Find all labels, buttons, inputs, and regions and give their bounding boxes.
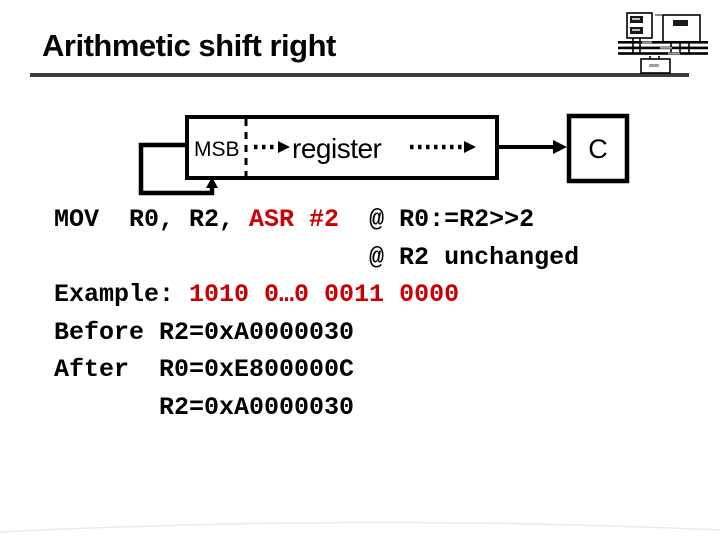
code-text: @ R2 unchanged (54, 242, 580, 272)
shift-arrowhead-left (278, 141, 290, 153)
code-text: Before R2=0xA0000030 (54, 317, 355, 347)
code-highlight-text: ASR #2 (249, 205, 340, 234)
page-title: Arithmetic shift right (42, 28, 336, 63)
code-line: MOV R0, R2, ASR #2 @ R0:=R2>>2 (54, 201, 579, 239)
code-text: R2=0xA0000030 (54, 392, 355, 422)
shift-arrowhead-right (464, 141, 476, 153)
msb-feedback-arrowhead (206, 177, 218, 188)
cpu-memory-bus-logo-icon (618, 12, 708, 74)
logo-bus-lines (618, 41, 708, 55)
code-line: After R0=0xE800000C (54, 351, 579, 389)
shift-register-diagram: MSB register C (138, 113, 630, 196)
logo-tiny-text (632, 29, 640, 31)
carry-arrowhead (553, 140, 567, 154)
code-text: MOV R0, R2, (54, 205, 250, 234)
bottom-decorative-arc (0, 521, 720, 533)
register-label: register (292, 133, 382, 164)
logo-memory-cell (673, 20, 688, 26)
logo-tiny-text (655, 14, 662, 16)
code-text: After R0=0xE800000C (54, 355, 355, 384)
code-line: @ R2 unchanged (54, 239, 579, 277)
msb-label: MSB (194, 138, 240, 161)
code-line: Before R2=0xA0000030 (54, 314, 579, 352)
code-line: R2=0xA0000030 (54, 389, 579, 427)
logo-memory-box (662, 14, 701, 43)
title-underline (30, 73, 689, 77)
code-highlight-text: 1010 0…0 0011 0000 (189, 280, 460, 309)
code-block: MOV R0, R2, ASR #2 @ R0:=R2>>2 @ R2 unch… (54, 201, 579, 426)
logo-tiny-text (632, 18, 640, 20)
carry-box-label: C (588, 134, 608, 164)
carry-box (566, 113, 630, 184)
code-text: @ R0:=R2>>2 (339, 205, 535, 234)
code-text: Example: (54, 280, 190, 309)
logo-tiny-text (649, 64, 659, 67)
msb-feedback-arrow (138, 142, 215, 196)
code-line: Example: 1010 0…0 0011 0000 (54, 276, 579, 314)
